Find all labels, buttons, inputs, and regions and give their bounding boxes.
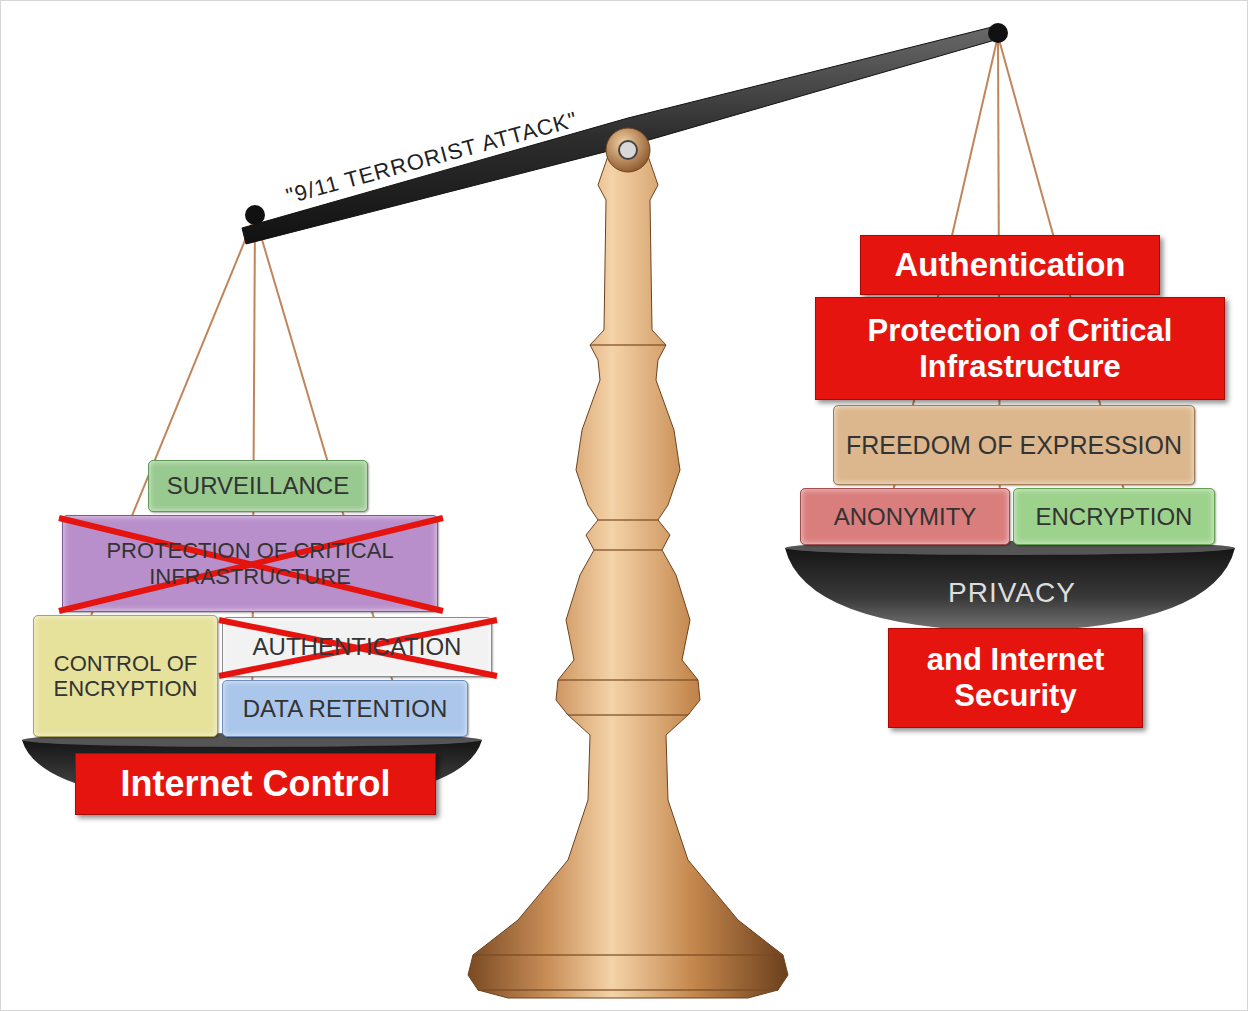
block-text: ANONYMITY	[834, 503, 977, 531]
block-text: FREEDOM OF EXPRESSION	[846, 431, 1182, 460]
annotation-text: Internet Control	[121, 763, 391, 804]
scale-beam	[242, 25, 1002, 244]
weight-block: ANONYMITY	[800, 488, 1010, 545]
stand-rings	[473, 345, 783, 990]
block-text: DATA RETENTION	[243, 695, 447, 723]
weight-block: AUTHENTICATION	[222, 617, 492, 677]
annotation-text: Authentication	[895, 246, 1126, 284]
weight-block: PROTECTION OF CRITICAL INFRASTRUCTURE	[62, 515, 438, 612]
weight-block: SURVEILLANCE	[148, 460, 368, 512]
weight-block: CONTROL OF ENCRYPTION	[33, 615, 218, 737]
beam-end-ball	[988, 23, 1008, 43]
pivot	[606, 128, 650, 172]
block-text: AUTHENTICATION	[253, 633, 462, 661]
block-text: SURVEILLANCE	[167, 472, 349, 500]
cross-line	[219, 620, 497, 676]
annotation-box: Internet Control	[75, 753, 436, 815]
cross-line	[219, 620, 497, 676]
cross-line	[59, 518, 443, 611]
pan-label: PRIVACY	[948, 577, 1076, 609]
annotation-text: Protection of Critical Infrastructure	[821, 313, 1219, 384]
scale-stand	[468, 150, 788, 998]
block-text: PROTECTION OF CRITICAL INFRASTRUCTURE	[68, 538, 432, 589]
right-pan	[785, 548, 1235, 632]
weight-block: DATA RETENTION	[222, 680, 468, 737]
annotation-box: and Internet Security	[888, 628, 1143, 728]
annotation-box: Protection of Critical Infrastructure	[815, 297, 1225, 400]
annotation-text: and Internet Security	[894, 642, 1137, 713]
weight-block: ENCRYPTION	[1013, 488, 1215, 545]
cross-line	[59, 518, 443, 611]
block-text: ENCRYPTION	[1036, 503, 1193, 531]
block-text: CONTROL OF ENCRYPTION	[39, 651, 212, 702]
annotation-box: Authentication	[860, 235, 1160, 295]
weight-block: FREEDOM OF EXPRESSION	[833, 405, 1195, 485]
beam-end-ball	[245, 205, 265, 225]
pivot-pin	[619, 141, 637, 159]
